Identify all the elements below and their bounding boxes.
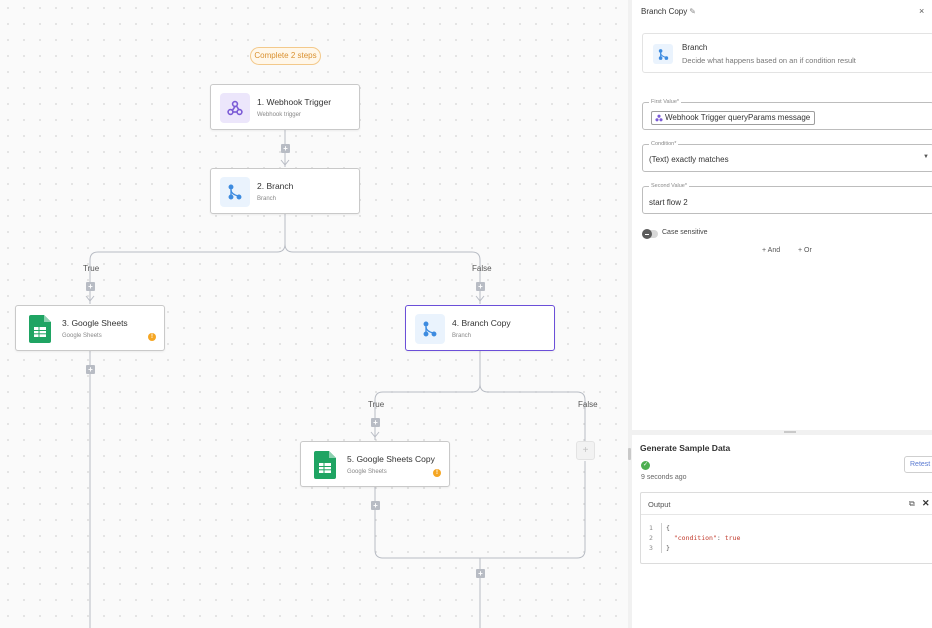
branch-icon xyxy=(653,44,673,64)
step-title: 3. Google Sheets xyxy=(62,318,128,328)
warning-icon: ! xyxy=(433,469,441,477)
copy-icon[interactable]: ⧉ xyxy=(909,499,915,508)
close-icon[interactable]: ✕ xyxy=(922,498,930,508)
chevron-down-icon[interactable]: ▼ xyxy=(923,154,929,160)
complete-steps-badge[interactable]: Complete 2 steps xyxy=(250,47,321,65)
condition-value: (Text) exactly matches xyxy=(649,155,729,164)
step-subtitle: Google Sheets xyxy=(62,333,102,339)
branch-icon xyxy=(220,177,250,207)
section-divider[interactable] xyxy=(632,430,932,435)
add-step-button[interactable]: + xyxy=(476,569,485,578)
close-icon[interactable]: × xyxy=(919,6,925,16)
google-sheets-icon xyxy=(310,450,340,480)
output-title: Output xyxy=(648,500,671,509)
condition-select[interactable]: Condition* (Text) exactly matches ▼ xyxy=(642,141,932,172)
panel-divider[interactable] xyxy=(628,0,632,628)
retest-button[interactable]: Retest xyxy=(904,456,932,473)
branch-false-label: False xyxy=(472,264,492,273)
code-line: 3} xyxy=(649,543,670,553)
flow-canvas[interactable]: Complete 2 steps 1. Webhook Trigger Webh… xyxy=(0,0,628,628)
add-or-button[interactable]: + Or xyxy=(798,247,812,254)
add-step-button[interactable]: + xyxy=(86,365,95,374)
add-step-button[interactable]: + xyxy=(371,501,380,510)
branch-true-label: True xyxy=(368,400,385,409)
output-code: 1{ 2 "condition": true 3} xyxy=(649,523,740,553)
case-sensitive-label: Case sensitive xyxy=(662,229,708,236)
step-subtitle: Branch xyxy=(452,333,472,339)
second-value-label: Second Value* xyxy=(649,183,689,189)
add-and-button[interactable]: + And xyxy=(762,247,781,254)
resize-handle[interactable] xyxy=(784,431,796,433)
step-title: 1. Webhook Trigger xyxy=(257,97,332,107)
add-step-button[interactable]: + xyxy=(371,418,380,427)
generate-sample-data-title: Generate Sample Data xyxy=(640,443,731,453)
add-step-placeholder[interactable]: + xyxy=(576,441,595,460)
webhook-icon xyxy=(220,93,250,123)
step-card-description: Decide what happens based on an if condi… xyxy=(682,56,856,65)
code-line: 1{ xyxy=(649,523,670,533)
last-run-time: 9 seconds ago xyxy=(641,474,687,481)
step-subtitle: Webhook trigger xyxy=(257,112,301,118)
step-info-card: Branch Decide what happens based on an i… xyxy=(642,33,932,73)
step-node-webhook-trigger[interactable]: 1. Webhook Trigger Webhook trigger xyxy=(210,84,360,130)
step-node-google-sheets-copy[interactable]: 5. Google Sheets Copy Google Sheets ! xyxy=(300,441,450,487)
first-value-label: First Value* xyxy=(649,99,682,105)
step-node-branch-copy[interactable]: 4. Branch Copy Branch xyxy=(405,305,555,351)
webhook-icon xyxy=(655,114,663,126)
code-line: 2 "condition": true xyxy=(649,533,741,543)
step-card-title: Branch xyxy=(682,43,708,52)
add-step-button[interactable]: + xyxy=(86,282,95,291)
output-panel: Output ⧉ ✕ 1{ 2 "condition": true 3} xyxy=(640,492,932,564)
first-value-field[interactable]: First Value* Webhook Trigger queryParams… xyxy=(642,99,932,130)
variable-chip-label: Webhook Trigger queryParams message xyxy=(665,113,811,122)
pencil-icon[interactable]: ✎ xyxy=(689,7,696,16)
step-subtitle: Google Sheets xyxy=(347,469,387,475)
branch-icon xyxy=(415,314,445,344)
step-node-google-sheets[interactable]: 3. Google Sheets Google Sheets ! xyxy=(15,305,165,351)
step-node-branch[interactable]: 2. Branch Branch xyxy=(210,168,360,214)
step-title: 5. Google Sheets Copy xyxy=(347,454,435,464)
branch-true-label: True xyxy=(83,264,100,273)
google-sheets-icon xyxy=(25,314,55,344)
step-settings-panel: Branch Copy✎ × Branch Decide what happen… xyxy=(632,0,932,628)
resize-handle[interactable] xyxy=(628,448,631,460)
add-step-button[interactable]: + xyxy=(476,282,485,291)
second-value-input[interactable]: start flow 2 xyxy=(649,198,688,207)
warning-icon: ! xyxy=(148,333,156,341)
step-title: 2. Branch xyxy=(257,181,294,191)
panel-header: Branch Copy✎ xyxy=(641,7,696,16)
panel-title[interactable]: Branch Copy xyxy=(641,7,688,16)
second-value-field[interactable]: Second Value* start flow 2 xyxy=(642,183,932,214)
branch-false-label: False xyxy=(578,400,598,409)
case-sensitive-toggle[interactable] xyxy=(642,229,658,239)
condition-label: Condition* xyxy=(649,141,679,147)
output-header: Output ⧉ ✕ xyxy=(641,493,932,515)
step-subtitle: Branch xyxy=(257,196,277,202)
add-step-button[interactable]: + xyxy=(281,144,290,153)
step-title: 4. Branch Copy xyxy=(452,318,511,328)
variable-chip[interactable]: Webhook Trigger queryParams message xyxy=(651,111,816,126)
success-check-icon: ✓ xyxy=(641,461,650,470)
